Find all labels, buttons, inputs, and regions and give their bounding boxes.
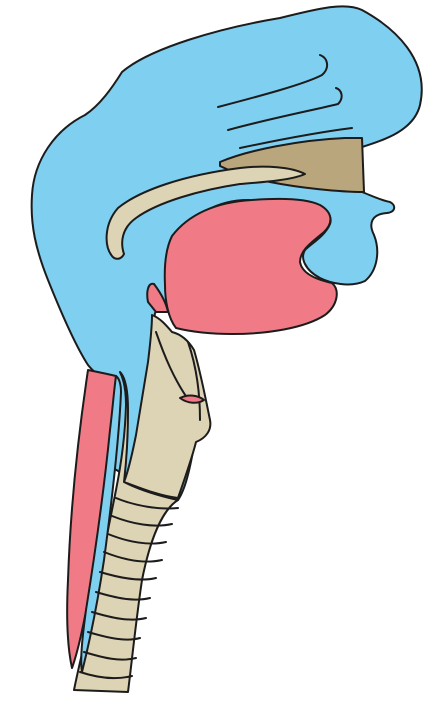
head-neck-sagittal-diagram [0, 0, 429, 704]
